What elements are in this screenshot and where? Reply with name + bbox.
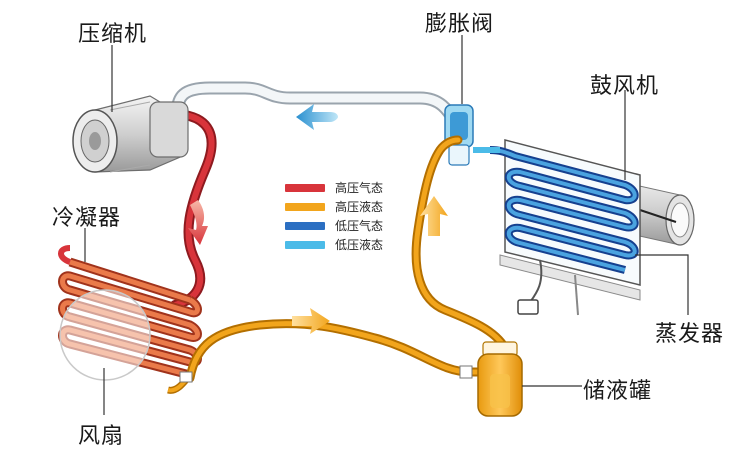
- evaporator-unit: [489, 139, 695, 316]
- legend-swatch-low-pressure-liquid: [285, 240, 325, 249]
- label-expansion-valve: 膨胀阀: [425, 12, 495, 37]
- legend-swatch-high-pressure-liquid: [285, 202, 325, 211]
- fan-icon: [59, 289, 151, 381]
- low-pressure-return-line: [171, 81, 462, 129]
- flow-arrow-blue: [296, 104, 338, 130]
- label-condenser: 冷凝器: [52, 206, 122, 231]
- high-pressure-gas-line: [170, 110, 217, 310]
- legend-swatch-high-pressure-gas: [285, 183, 325, 192]
- flow-arrow-orange-bottom: [292, 308, 330, 334]
- condenser-unit: [58, 245, 202, 381]
- legend-label: 高压液态: [335, 200, 384, 214]
- legend-label: 低压液态: [335, 238, 384, 252]
- label-fan: 风扇: [78, 424, 125, 449]
- leader-lines: [84, 35, 689, 415]
- high-pressure-liquid-line: [167, 135, 510, 394]
- flow-arrow-red: [188, 200, 208, 245]
- label-receiver-drier: 储液罐: [583, 379, 653, 404]
- legend-label: 高压气态: [335, 181, 384, 195]
- legend-item: 高压气态: [285, 178, 383, 197]
- legend: 高压气态 高压液态 低压气态 低压液态: [285, 178, 383, 254]
- compressor-icon: [72, 95, 189, 173]
- legend-swatch-low-pressure-gas: [285, 221, 325, 230]
- legend-item: 低压液态: [285, 235, 383, 254]
- legend-item: 高压液态: [285, 197, 383, 216]
- flow-arrow-orange-up: [420, 196, 448, 236]
- label-compressor: 压缩机: [78, 22, 148, 47]
- legend-label: 低压气态: [335, 219, 384, 233]
- label-blower: 鼓风机: [590, 74, 660, 99]
- receiver-drier-icon: [477, 341, 523, 417]
- label-evaporator: 蒸发器: [655, 322, 725, 347]
- expansion-valve-icon: [444, 104, 500, 166]
- legend-item: 低压气态: [285, 216, 383, 235]
